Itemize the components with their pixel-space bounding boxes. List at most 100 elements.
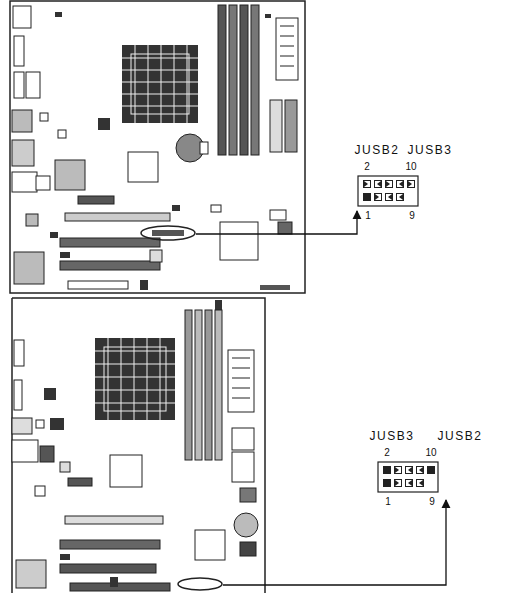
- usb-pin-header: [358, 176, 418, 206]
- motherboard-bottom: [60, 540, 160, 549]
- leader-arrow: [196, 211, 357, 234]
- motherboard-bottom: [36, 420, 44, 428]
- usb-pin-header: [395, 480, 402, 487]
- motherboard-bottom: [195, 530, 225, 560]
- motherboard-bottom: [14, 340, 24, 366]
- pin-number: 1: [385, 496, 391, 507]
- motherboard-top: [270, 100, 282, 152]
- motherboard-bottom: [12, 298, 265, 593]
- motherboard-top: [13, 6, 31, 28]
- motherboard-top: [10, 1, 305, 293]
- motherboard-top: [280, 26, 294, 66]
- motherboard-top: [12, 110, 32, 132]
- leader-arrow: [223, 500, 446, 585]
- usb-pin-header: [406, 467, 413, 474]
- connector-name: JUSB2: [438, 430, 483, 443]
- motherboard-bottom: [110, 577, 118, 587]
- motherboard-top: [172, 205, 180, 211]
- connector-name: JUSB3: [408, 144, 453, 157]
- motherboard-bottom: [60, 554, 70, 560]
- usb-pin-header: [378, 462, 438, 492]
- motherboard-top: [251, 5, 259, 155]
- motherboard-bottom: [232, 358, 250, 398]
- motherboard-top: [278, 222, 292, 234]
- motherboard-top: [122, 45, 198, 123]
- pin-number: 9: [409, 210, 415, 221]
- motherboard-bottom: [232, 452, 254, 482]
- pin-number: 2: [364, 161, 370, 172]
- motherboard-top: [14, 252, 44, 284]
- motherboard-top: [135, 45, 187, 123]
- pin-number: 9: [429, 496, 435, 507]
- usb-pin-header: [383, 466, 391, 474]
- motherboard-bottom: [50, 418, 64, 430]
- motherboard-top: [60, 252, 70, 258]
- connector-name: JUSB2: [355, 144, 400, 157]
- motherboard-bottom: [240, 488, 256, 502]
- motherboard-top: [55, 12, 62, 17]
- motherboard-bottom: [215, 310, 222, 460]
- motherboard-top: [58, 130, 66, 138]
- motherboard-top: [128, 152, 158, 182]
- usb-pin-header: [364, 181, 371, 188]
- usb-pin-header: [363, 193, 371, 201]
- motherboard-top: [260, 285, 290, 290]
- motherboard-bottom: [185, 310, 192, 460]
- motherboard-top: [50, 232, 58, 238]
- motherboard-top: [26, 72, 40, 98]
- motherboard-top: [36, 176, 50, 190]
- usb-pin-header: [358, 176, 418, 206]
- motherboard-top: [68, 281, 128, 289]
- motherboard-bottom: [95, 351, 175, 403]
- motherboard-top: [12, 140, 34, 166]
- motherboard-bottom: [240, 542, 256, 556]
- usb-pin-header: [417, 467, 424, 474]
- usb-pin-header: [408, 181, 415, 188]
- pin-number: 10: [405, 161, 416, 172]
- pin-number: 10: [425, 447, 436, 458]
- motherboard-bottom: [12, 298, 265, 593]
- motherboard-bottom: [60, 462, 70, 472]
- motherboard-bottom: [35, 486, 45, 496]
- motherboard-top: [12, 172, 37, 192]
- motherboard-bottom: [178, 578, 222, 590]
- motherboard-bottom: [108, 338, 160, 420]
- motherboard-bottom: [232, 428, 254, 450]
- motherboard-top: [122, 45, 198, 123]
- usb-pin-header: [397, 181, 404, 188]
- usb-pin-header: [406, 480, 413, 487]
- usb-pin-header: [386, 181, 393, 188]
- motherboard-top: [150, 250, 162, 262]
- motherboard-top: [10, 1, 305, 293]
- motherboard-top: [55, 160, 85, 190]
- motherboard-top: [211, 205, 221, 212]
- motherboard-bottom: [195, 310, 202, 460]
- motherboard-bottom: [68, 478, 92, 486]
- motherboard-top: [26, 214, 38, 226]
- motherboard-bottom: [44, 388, 56, 400]
- usb-pin-header: [395, 467, 402, 474]
- motherboard-bottom: [95, 338, 175, 420]
- motherboard-top: [141, 226, 195, 240]
- motherboard-bottom: [104, 347, 166, 411]
- motherboard-bottom: [16, 560, 46, 588]
- motherboard-bottom: [95, 338, 175, 420]
- motherboard-bottom: [60, 564, 156, 573]
- motherboard-top: [152, 230, 184, 236]
- motherboard-top: [14, 36, 24, 66]
- motherboard-bottom: [234, 513, 258, 537]
- motherboard-top: [229, 5, 237, 155]
- motherboard-bottom: [70, 583, 170, 591]
- motherboard-bottom: [110, 455, 142, 487]
- motherboard-top: [140, 280, 148, 290]
- motherboard-top: [240, 5, 248, 155]
- motherboard-top: [265, 14, 271, 18]
- motherboard-top: [131, 54, 189, 114]
- usb-pin-header: [397, 194, 404, 201]
- motherboard-bottom: [14, 380, 22, 410]
- connector-name: JUSB3: [370, 430, 415, 443]
- usb-pin-header: [427, 466, 435, 474]
- motherboard-top: [218, 5, 226, 155]
- motherboard-bottom: [205, 310, 212, 460]
